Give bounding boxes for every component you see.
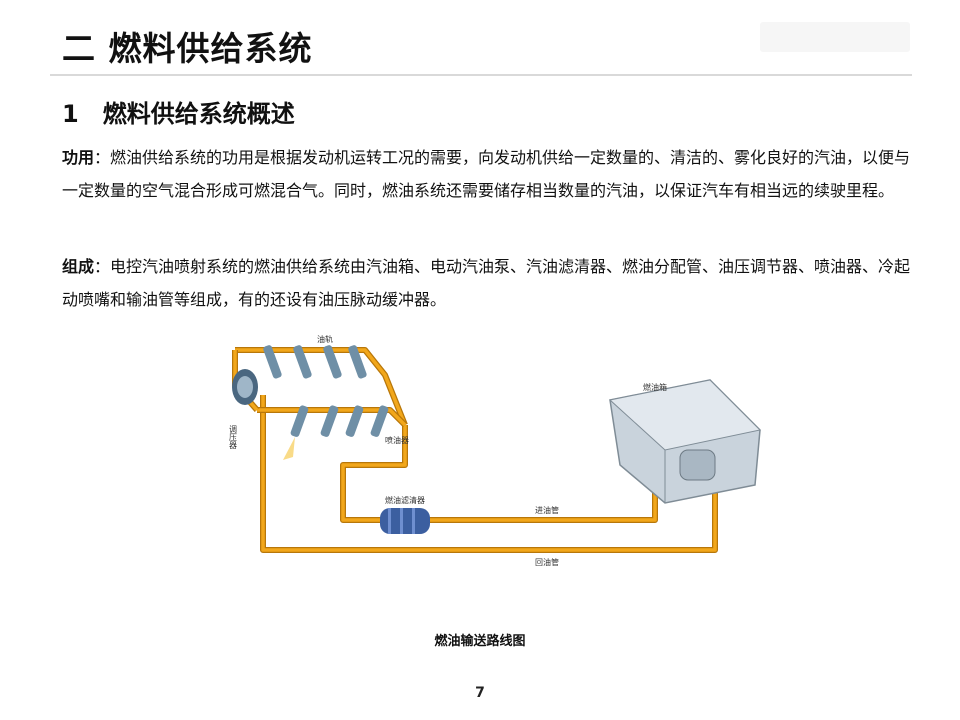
fuel-filter	[380, 508, 430, 534]
function-paragraph: 功用：燃油供给系统的功用是根据发动机运转工况的需要，向发动机供给一定数量的、清洁…	[62, 141, 912, 207]
title-divider	[50, 74, 912, 76]
label-supply-line: 进油管	[535, 505, 559, 515]
function-label: 功用	[62, 148, 95, 167]
watermark-logo	[760, 22, 910, 52]
fuel-tank	[608, 379, 762, 504]
diagram-caption: 燃油输送路线图	[434, 634, 526, 649]
injector-row-upper	[263, 345, 367, 379]
label-return-line: 回油管	[535, 557, 559, 567]
composition-paragraph: 组成：电控汽油喷射系统的燃油供给系统由汽油箱、电动汽油泵、汽油滤清器、燃油分配管…	[62, 250, 912, 316]
function-text: ：燃油供给系统的功用是根据发动机运转工况的需要，向发动机供给一定数量的、清洁的、…	[62, 148, 911, 200]
label-regulator: 调压器	[229, 425, 238, 450]
label-tank: 燃油箱	[643, 382, 667, 392]
fuel-route-diagram: 油轨 喷油器 调压器 燃油滤清器 进油管 回油管 燃油箱	[229, 334, 762, 567]
fuel-spray	[283, 437, 295, 460]
composition-text: ：电控汽油喷射系统的燃油供给系统由汽油箱、电动汽油泵、汽油滤清器、燃油分配管、油…	[62, 257, 911, 309]
pressure-regulator	[232, 369, 258, 405]
composition-label: 组成	[62, 257, 95, 276]
injector-row-lower	[290, 405, 389, 437]
slide-title: 二 燃料供给系统	[62, 29, 313, 68]
label-injector: 喷油器	[385, 435, 409, 445]
section-heading: 1 燃料供给系统概述	[62, 100, 295, 128]
label-filter: 燃油滤清器	[385, 495, 425, 505]
page-number: 7	[475, 685, 485, 701]
label-rail: 油轨	[317, 334, 333, 344]
